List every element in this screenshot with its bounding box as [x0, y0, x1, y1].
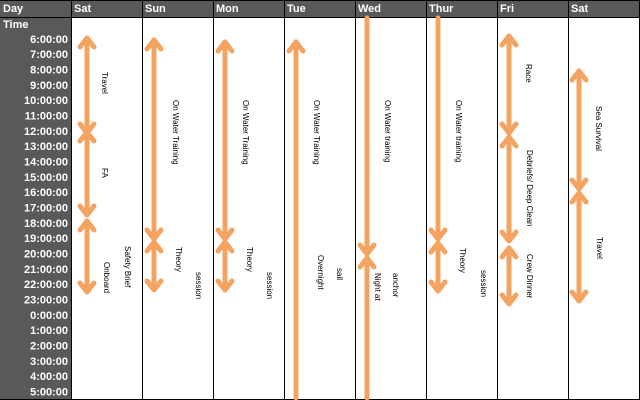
activity-arrow: [357, 255, 377, 400]
time-column: [0, 17, 71, 400]
time-label: 6:00:00: [30, 34, 68, 46]
time-label: 21:00:00: [24, 264, 68, 276]
activity-arrow: [499, 33, 519, 136]
activity-arrow: [215, 239, 235, 293]
day-header-tue: Tue: [287, 3, 306, 15]
time-label: 22:00:00: [24, 279, 68, 291]
activity-arrow: [499, 134, 519, 244]
activity-arrow: [428, 240, 448, 294]
activity-label: Onboard: [102, 262, 111, 293]
day-header-sat: Sat: [74, 3, 91, 15]
activity-label: Night at: [373, 273, 382, 301]
activity-arrow: [77, 129, 97, 218]
time-label: 23:00:00: [24, 295, 68, 307]
activity-label: On Water Training: [241, 100, 250, 165]
time-label: 14:00:00: [24, 157, 68, 169]
activity-label: session: [265, 272, 274, 299]
time-label: 9:00:00: [30, 80, 68, 92]
day-corner-label: Day: [3, 3, 24, 15]
activity-label: Sea Survival: [594, 106, 603, 151]
time-label: 10:00:00: [24, 95, 68, 107]
time-label: 18:00:00: [24, 218, 68, 230]
day-header-sun: Sun: [145, 3, 166, 15]
activity-label: On Water Training: [312, 100, 321, 165]
activity-arrow: [144, 239, 164, 293]
activity-label: Travel: [595, 237, 604, 259]
time-label: 12:00:00: [24, 126, 68, 138]
activity-label: anchor: [391, 273, 400, 298]
day-header-thur: Thur: [429, 3, 454, 15]
activity-label: Crew Dinner: [525, 254, 534, 299]
activity-label: Theory: [245, 247, 254, 272]
activity-label: Theory: [174, 247, 183, 272]
time-label: 0:00:00: [30, 310, 68, 322]
activity-arrow: [286, 39, 306, 400]
activity-label: Race: [524, 64, 533, 83]
time-label: 2:00:00: [30, 341, 68, 353]
activity-label: On Water training: [383, 100, 392, 162]
time-label: 1:00:00: [30, 325, 68, 337]
time-label: 20:00:00: [24, 249, 68, 261]
time-label: 11:00:00: [25, 111, 68, 123]
time-label: 7:00:00: [30, 49, 68, 61]
activity-arrow: [499, 245, 519, 307]
activity-arrow: [77, 35, 97, 136]
activity-label: Overnight: [316, 255, 325, 290]
activity-arrow: [357, 15, 377, 257]
activity-arrow: [569, 68, 589, 192]
activity-label: Debriefs/ Deep Clean: [525, 150, 534, 226]
activity-label: sail: [335, 268, 344, 280]
day-header-fri: Fri: [500, 3, 514, 15]
time-label: 16:00:00: [24, 187, 68, 199]
time-label: 13:00:00: [24, 141, 68, 153]
activity-label: Safety Brief: [123, 246, 132, 288]
activity-label: session: [479, 270, 488, 297]
time-label: 3:00:00: [30, 356, 68, 368]
day-header-wed: Wed: [358, 3, 381, 15]
time-label: 17:00:00: [24, 203, 68, 215]
day-header-bar: [0, 0, 640, 17]
time-label: 4:00:00: [30, 371, 68, 383]
activity-label: Theory: [458, 248, 467, 273]
activity-label: On Water training: [454, 100, 463, 162]
time-label: 5:00:00: [30, 387, 68, 399]
activity-arrow: [569, 190, 589, 304]
activity-arrow: [144, 37, 164, 242]
activity-arrow: [77, 218, 97, 295]
time-label: 8:00:00: [30, 65, 68, 77]
time-label: 15:00:00: [24, 172, 68, 184]
activity-arrow: [428, 15, 448, 242]
time-label: 19:00:00: [24, 233, 68, 245]
activity-arrow: [215, 39, 235, 242]
activity-label: FA: [100, 168, 109, 178]
activity-label: On Water Training: [171, 100, 180, 165]
activity-label: session: [194, 272, 203, 299]
day-header-mon: Mon: [216, 3, 239, 15]
time-corner-label: Time: [3, 19, 28, 31]
day-header-sat-2: Sat: [571, 3, 588, 15]
activity-label: Travel: [100, 72, 109, 94]
